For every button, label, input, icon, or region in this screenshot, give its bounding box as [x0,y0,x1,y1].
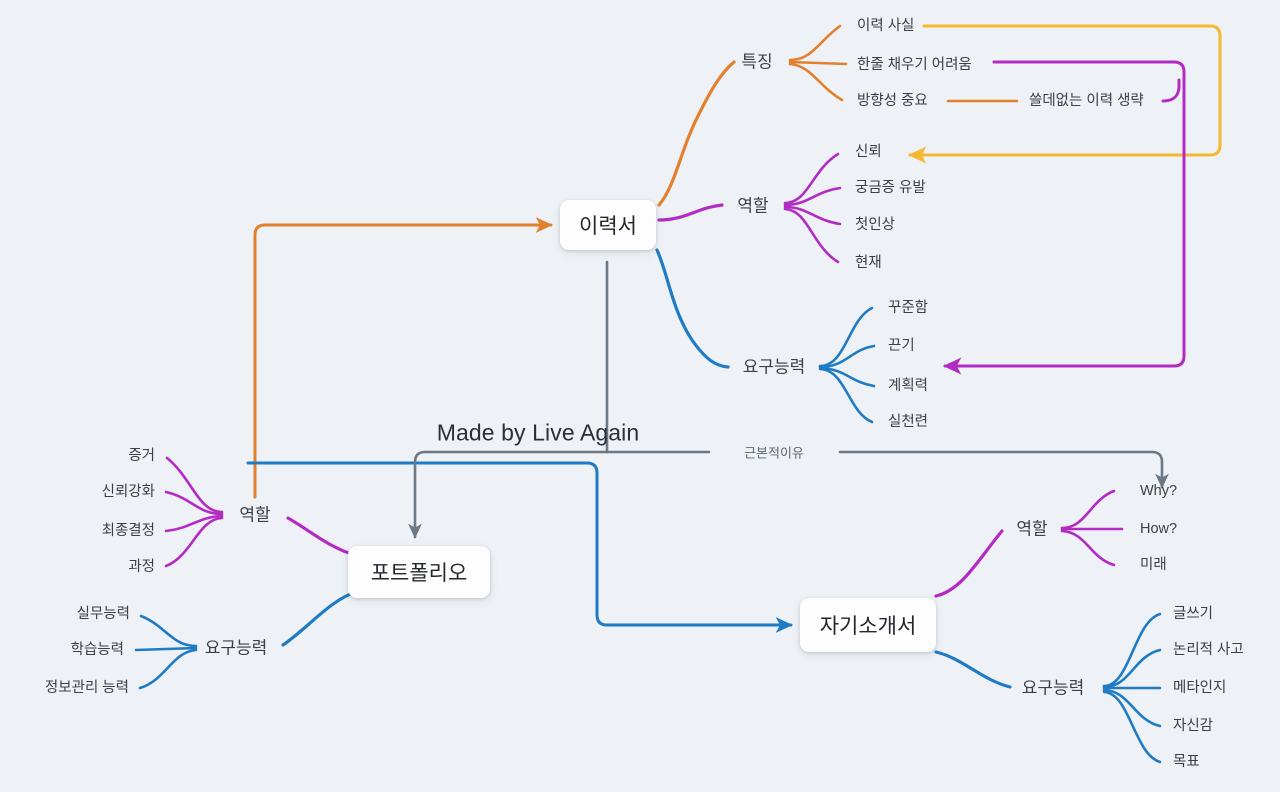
edge-coverletter-to-skills [934,650,1012,689]
leaf-coverletter-how[interactable]: How? [1140,520,1178,537]
leaf-resume-steadiness[interactable]: 꾸준함 [888,299,929,316]
edge-group-resume-roles [657,152,842,264]
edge-group-portfolio-roles [164,456,357,568]
crosslink-portfolio-to-resume [253,217,553,499]
leaf-coverletter-goal[interactable]: 목표 [1173,753,1200,770]
edge-roles-to-present [783,207,840,264]
edge-skills-to-learning [134,646,198,652]
branch-coverletter-roles[interactable]: 역할 [1016,519,1048,539]
node-resume[interactable]: 이력서 [560,200,656,250]
edge-group-resume-features [657,24,1019,207]
crosslink-omit-stub [1161,78,1181,103]
edge-group-coverletter-skills [934,612,1162,764]
leaf-coverletter-logical-thinking[interactable]: 논리적 사고 [1173,641,1244,658]
edge-skills-to-practical [139,614,198,648]
edge-roles-to-evidence [165,456,224,514]
leaf-resume-hardline[interactable]: 한줄 채우기 어려움 [857,56,972,73]
leaf-resume-persistence[interactable]: 끈기 [888,337,915,354]
edge-skills-to-writing [1102,612,1162,688]
leaf-coverletter-confidence[interactable]: 자신감 [1173,717,1214,734]
leaf-resume-direction[interactable]: 방향성 중요 [857,92,928,109]
edge-roles-to-trustboost [164,490,224,516]
edge-roles-to-process [164,516,224,568]
edge-skills-to-practice [818,367,874,424]
edge-roles-to-future [1060,529,1116,567]
leaf-coverletter-why[interactable]: Why? [1140,482,1178,499]
leaf-coverletter-future[interactable]: 미래 [1140,556,1167,573]
node-resume-label: 이력서 [579,215,637,238]
edge-roles-to-trust [783,152,840,205]
edge-skills-to-persistence [818,344,876,369]
crosslink-resume-to-portfolio [408,260,609,539]
branch-coverletter-skills[interactable]: 요구능력 [1021,678,1085,698]
leaf-coverletter-writing[interactable]: 글쓰기 [1173,605,1214,622]
leaf-portfolio-learning-skill[interactable]: 학습능력 [70,641,124,658]
edge-resume-to-skills [655,248,730,369]
edge-skills-to-confidence [1102,688,1162,728]
edge-resume-to-roles [657,203,724,222]
leaf-resume-curiosity[interactable]: 궁금증 유발 [855,179,926,196]
crosslink-resume-to-coverletter [605,450,1162,487]
edge-roles-to-firstimpression [783,205,842,226]
edge-roles-to-curiosity [783,186,842,207]
leaf-resume-first-impression[interactable]: 첫인상 [855,216,896,233]
edge-group-coverletter-roles [934,489,1124,598]
edge-group-portfolio-skills [134,590,358,690]
node-cover-letter[interactable]: 자기소개서 [800,598,936,652]
edge-portfolio-to-roles [286,516,357,557]
leaf-portfolio-evidence[interactable]: 증거 [128,447,155,464]
branch-portfolio-skills[interactable]: 요구능력 [204,638,268,658]
edge-roles-to-why [1060,489,1116,530]
edge-skills-to-logic [1102,648,1162,689]
edge-skills-to-goal [1102,690,1162,764]
branch-resume-roles[interactable]: 역할 [737,196,769,216]
edge-portfolio-to-skills [281,590,358,647]
leaf-resume-fact[interactable]: 이력 사실 [857,17,915,34]
edge-features-to-direction [788,62,844,102]
leaf-resume-present[interactable]: 현재 [855,254,882,271]
leaf-portfolio-practical-skill[interactable]: 실무능력 [76,605,130,622]
watermark-text: Made by Live Again [436,419,640,446]
crosslink-fact-to-trust [908,24,1222,164]
crosslink-portfolio-to-coverletter [246,461,793,633]
edge-skills-to-planning [818,366,876,388]
node-portfolio-label: 포트폴리오 [370,562,468,585]
leaf-resume-omit-useless[interactable]: 쓸데없는 이력 생략 [1029,92,1144,109]
node-cover-letter-label: 자기소개서 [819,615,917,638]
crosslink-hardline-to-skills [943,60,1186,375]
edge-skills-to-steady [818,306,874,368]
leaf-resume-trust[interactable]: 신뢰 [855,143,882,160]
edge-resume-to-features [657,60,736,207]
leaf-coverletter-metacognition[interactable]: 메타인지 [1173,679,1227,696]
leaf-portfolio-info-management[interactable]: 정보관리 능력 [44,679,129,696]
crosslink-label-root-reason: 근본적이유 [744,445,804,461]
leaf-portfolio-trust-boost[interactable]: 신뢰강화 [101,483,155,500]
node-portfolio[interactable]: 포트폴리오 [348,546,490,598]
edge-features-to-hardline [788,60,848,66]
edge-skills-to-infomgmt [138,648,198,690]
branch-portfolio-roles[interactable]: 역할 [239,505,271,525]
branch-resume-skills[interactable]: 요구능력 [742,357,806,377]
edge-roles-to-finaldecision [164,514,224,533]
branch-resume-features[interactable]: 특징 [741,52,773,72]
leaf-portfolio-process[interactable]: 과정 [128,558,155,575]
edge-features-to-fact [788,24,842,62]
edge-coverletter-to-roles [934,529,1004,598]
leaf-portfolio-final-decision[interactable]: 최종결정 [101,522,155,539]
edge-group-resume-skills [655,248,876,424]
leaf-resume-planning[interactable]: 계획력 [888,377,929,394]
leaf-resume-execution[interactable]: 실천련 [888,413,929,430]
